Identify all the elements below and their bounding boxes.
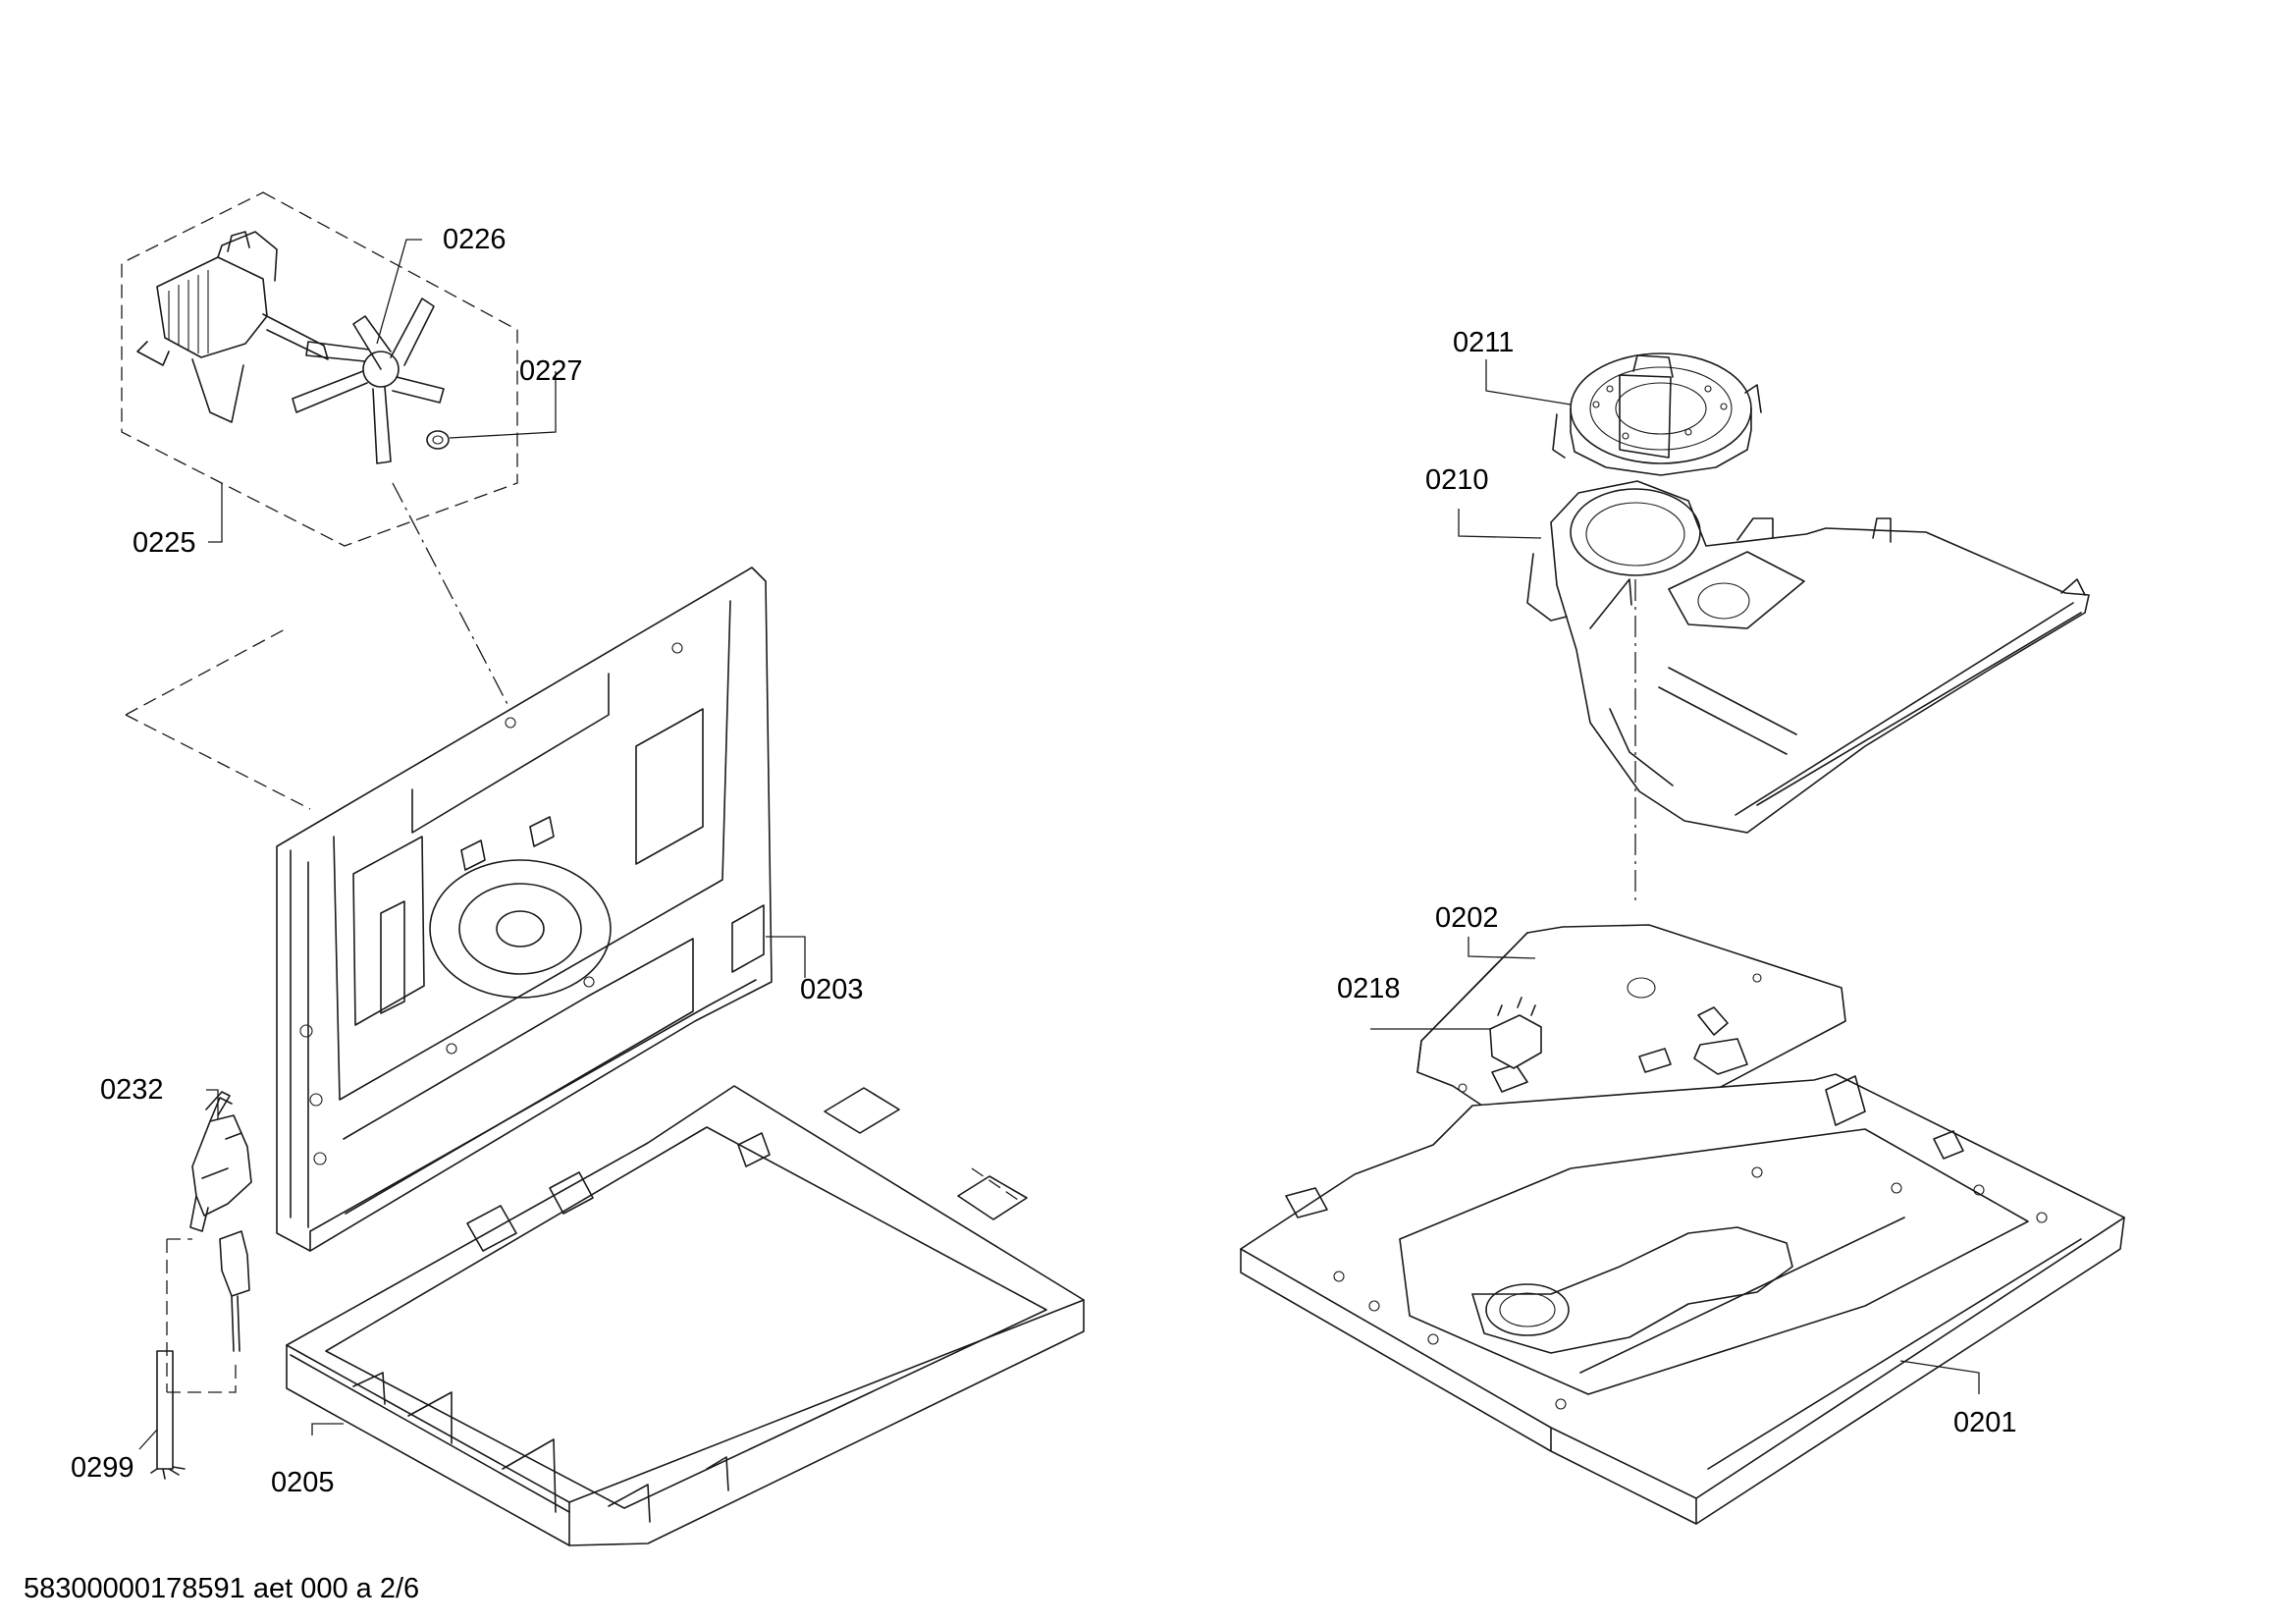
callout-0218: 0218 [1337,973,1401,1004]
callout-0205: 0205 [271,1467,335,1498]
callout-0226: 0226 [443,224,507,255]
cooling-fan-0211 [1552,352,1762,476]
callout-0210: 0210 [1425,464,1489,496]
leader-0211 [1485,359,1572,406]
leader-0205 [311,1423,344,1435]
fan-motor [136,231,329,423]
assembly-dashed-outline [121,191,518,547]
callout-0225: 0225 [133,527,196,559]
callout-0299: 0299 [71,1452,134,1484]
assembly-projection-line [125,627,288,716]
callout-0203: 0203 [800,974,864,1005]
rear-panel-recess [352,836,425,1026]
fan-impeller-0226 [292,298,445,464]
callout-0211: 0211 [1453,327,1514,358]
base-plate-0201 [1240,1073,2125,1525]
leader-0202 [1468,937,1536,959]
fan-motor-assembly-0225 [121,191,518,547]
leader-0232 [206,1089,219,1119]
fan-housing-0210 [1526,480,2090,834]
base-plate-recess [1399,1128,2029,1395]
callout-labels: 0226 0227 0225 0203 0232 0299 0205 0211 … [71,224,2017,1498]
leader-0299 [138,1429,158,1450]
leader-0226 [376,239,422,345]
callout-0201: 0201 [1953,1407,2017,1438]
leader-0225 [208,483,223,543]
callout-0227: 0227 [519,355,583,387]
door-switch-0232 [189,1091,252,1232]
callout-0232: 0232 [100,1074,164,1106]
leader-0227 [449,371,557,439]
mains-cable-0299 [150,1230,250,1480]
leader-lines [138,239,1980,1450]
rear-panel-fan-opening [429,859,612,999]
bottom-frame-0205 [286,1085,1085,1546]
leader-0203 [766,936,806,978]
assembly-projection-line [125,714,311,810]
leader-0210 [1458,509,1542,539]
callout-0202: 0202 [1435,902,1499,934]
thermostat-0218 [1489,997,1542,1069]
leader-0201 [1899,1360,1980,1394]
fan-nut-0227 [426,430,450,450]
rear-panel-0203 [276,567,773,1252]
document-reference: 58300000178591 aet 000 a 2/6 [24,1573,419,1604]
